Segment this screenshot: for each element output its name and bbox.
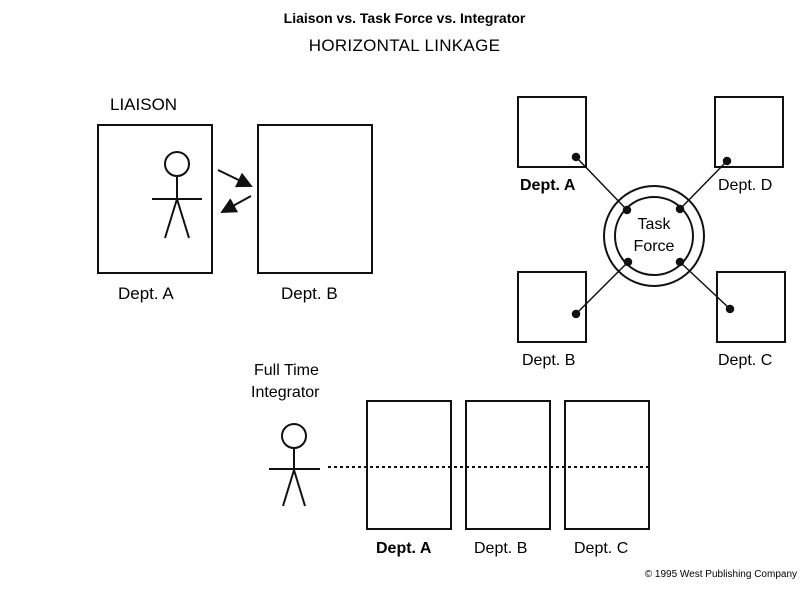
taskforce-dept-c-label: Dept. C — [718, 352, 773, 369]
task-force-label-line2: Force — [633, 238, 675, 255]
integrator-dept-a-label: Dept. A — [376, 540, 432, 557]
integrator-dept-b-label: Dept. B — [474, 540, 528, 557]
integrator-label-line2: Integrator — [251, 384, 320, 401]
taskforce-dept-a-label: Dept. A — [520, 177, 576, 194]
taskforce-dept-d-box — [714, 96, 784, 168]
integrator-label-line1: Full Time — [254, 362, 319, 379]
task-force-label-line1: Task — [637, 216, 671, 233]
liaison-dept-b-label: Dept. B — [281, 284, 338, 303]
integrator-dept-a-box — [366, 400, 452, 530]
diagram-subtitle: HORIZONTAL LINKAGE — [308, 36, 501, 55]
liaison-dept-a-label: Dept. A — [118, 284, 174, 303]
integrator-dept-c-label: Dept. C — [574, 540, 629, 557]
task-force-label: Task Force — [614, 214, 694, 258]
liaison-dept-b-box — [257, 124, 373, 274]
integrator-dept-c-box — [564, 400, 650, 530]
integrator-dept-b-box — [465, 400, 551, 530]
liaison-arrows — [217, 169, 253, 213]
copyright-notice: © 1995 West Publishing Company — [644, 569, 797, 580]
task-force-connectors — [571, 152, 735, 319]
taskforce-dept-b-box — [517, 271, 587, 343]
task-force-circle — [603, 185, 705, 287]
diagram-title: Liaison vs. Task Force vs. Integrator — [283, 10, 526, 26]
taskforce-dept-d-label: Dept. D — [718, 177, 773, 194]
liaison-person-icon — [152, 151, 202, 239]
taskforce-dept-b-label: Dept. B — [522, 352, 576, 369]
integrator-person-icon — [269, 423, 320, 507]
liaison-heading: LIAISON — [110, 95, 178, 114]
